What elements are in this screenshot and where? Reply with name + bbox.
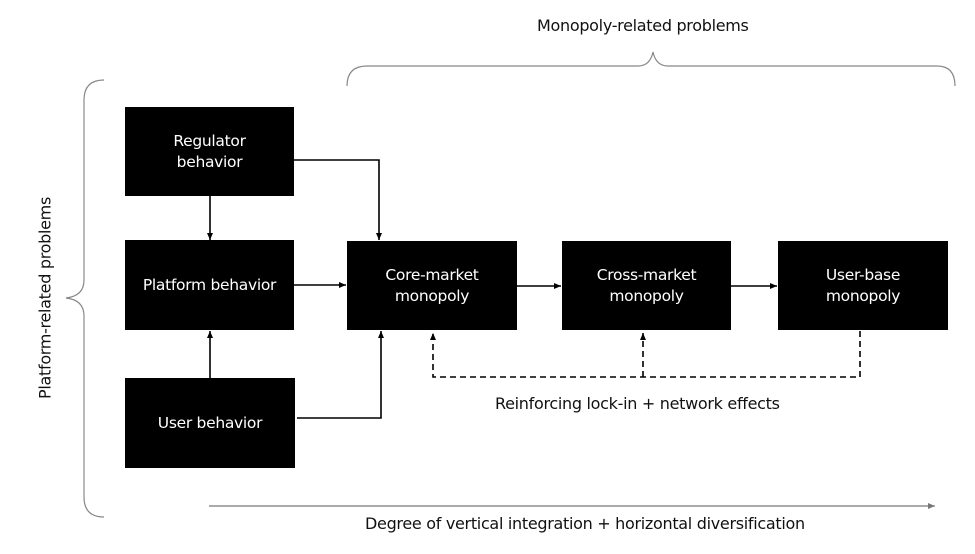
platform-problems-label: Platform-related problems <box>35 197 55 399</box>
feedback-label: Reinforcing lock-in + network effects <box>495 394 780 413</box>
node-regulator-behavior: Regulator behavior <box>125 107 294 196</box>
arrow-user-core <box>297 331 384 419</box>
node-user-behavior: User behavior <box>125 378 295 468</box>
left-brace <box>65 79 105 518</box>
node-core-market-monopoly: Core-market monopoly <box>347 241 517 330</box>
node-cross-market-monopoly: Cross-market monopoly <box>562 241 731 330</box>
arrow-regulator-core <box>294 159 382 240</box>
feedback-loop-line <box>430 331 861 378</box>
axis-label: Degree of vertical integration + horizon… <box>365 514 805 533</box>
top-brace <box>346 51 956 87</box>
node-user-base-monopoly: User-base monopoly <box>778 241 948 330</box>
monopoly-problems-label: Monopoly-related problems <box>537 16 749 35</box>
node-platform-behavior: Platform behavior <box>125 240 294 330</box>
